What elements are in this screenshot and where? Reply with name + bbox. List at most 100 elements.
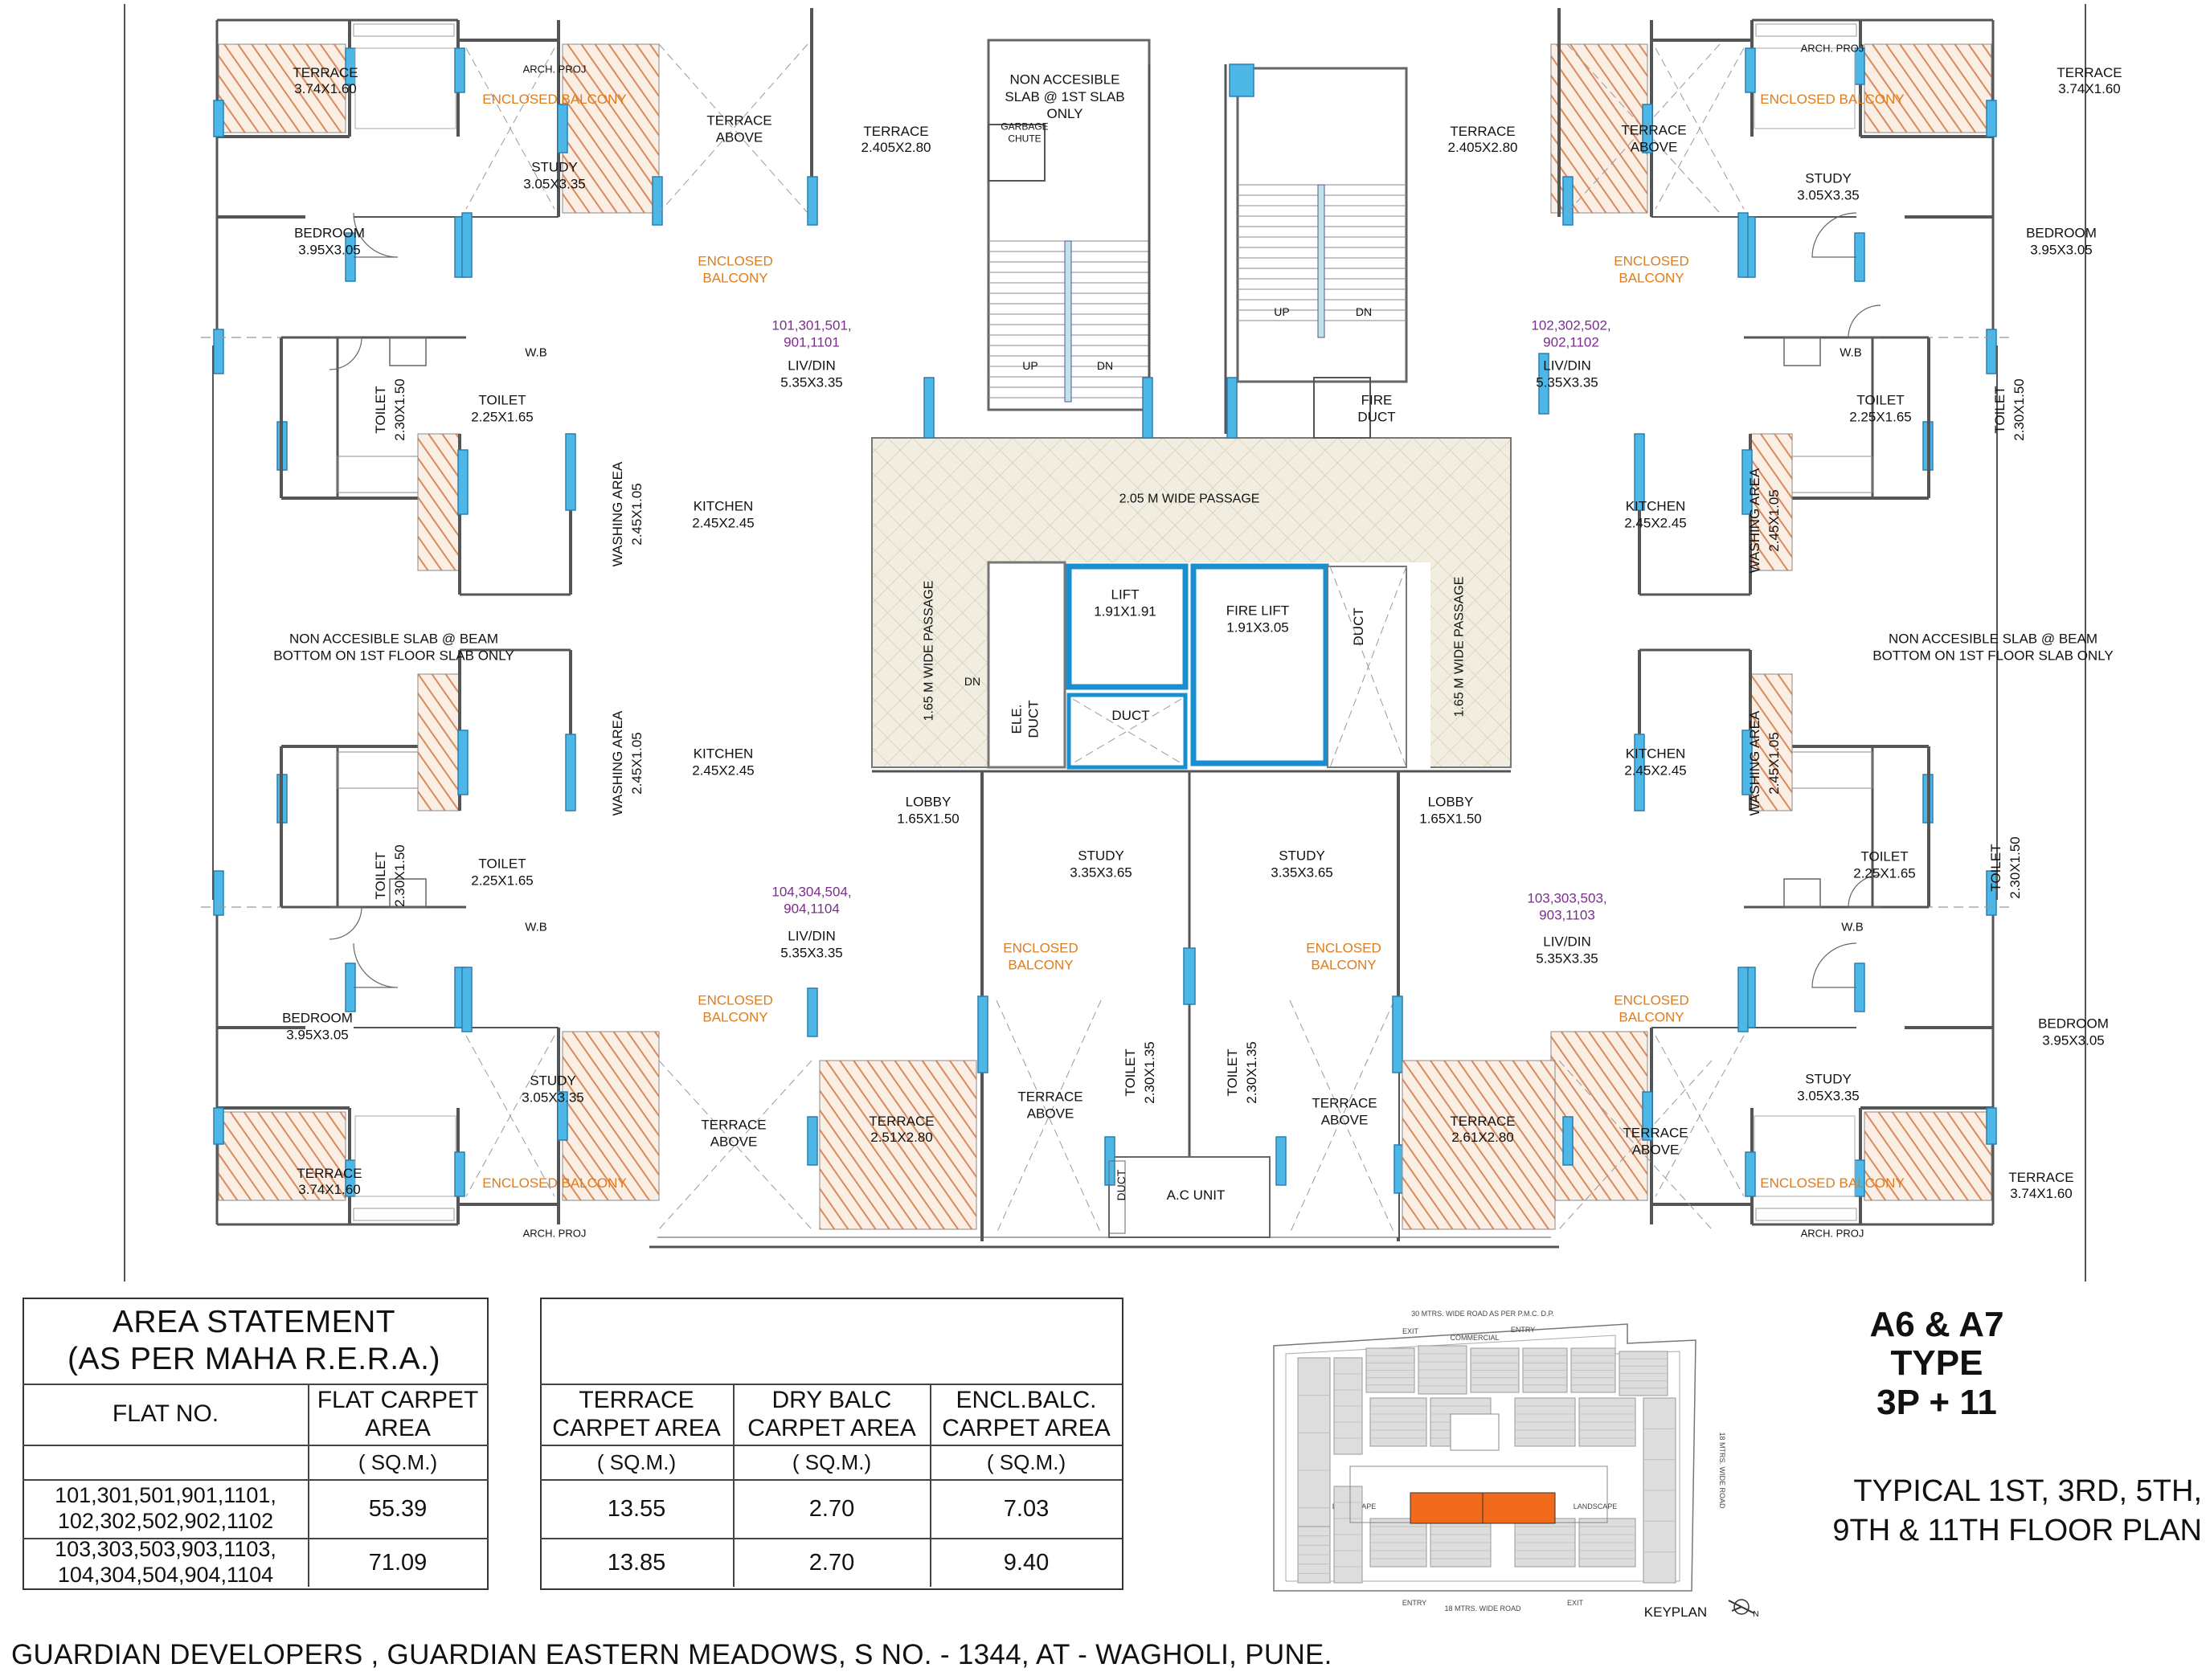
room-name: STUDY bbox=[1078, 848, 1124, 863]
window bbox=[807, 987, 818, 1037]
window bbox=[461, 212, 473, 278]
window bbox=[457, 730, 469, 795]
keyplan-highlight-a7 bbox=[1482, 1492, 1556, 1524]
flat-numbers: 101,301,501,901,1101 bbox=[771, 317, 851, 349]
window bbox=[213, 1107, 224, 1145]
keyplan-text: ENTRY bbox=[1402, 1599, 1426, 1607]
row1-dry: 2.70 bbox=[808, 1495, 855, 1522]
washing-area bbox=[1750, 433, 1793, 571]
window bbox=[1737, 212, 1749, 278]
row1-terrace: 13.55 bbox=[607, 1495, 666, 1522]
room-name: LIV/DIN bbox=[788, 358, 836, 373]
window bbox=[1741, 449, 1753, 515]
door-swing bbox=[329, 337, 362, 370]
room-name: TOILET bbox=[373, 386, 388, 433]
room-name: TOILET bbox=[1860, 848, 1908, 864]
room-dimension: 2.51X2.80 bbox=[870, 1130, 933, 1145]
room-dimension: 3.05X3.35 bbox=[523, 176, 586, 191]
duct-small bbox=[1108, 1160, 1126, 1234]
room-label: ARCH. PROJ bbox=[523, 63, 587, 76]
room-dimension: 2.25X1.65 bbox=[1849, 409, 1912, 424]
window bbox=[461, 967, 473, 1032]
window bbox=[454, 47, 465, 93]
keyplan-text: COMMERCIAL bbox=[1450, 1334, 1499, 1342]
room-label: UP bbox=[1274, 305, 1289, 318]
row2-encl: 9.40 bbox=[1003, 1549, 1050, 1576]
ele-duct bbox=[987, 561, 1066, 769]
room-label: W.B bbox=[1840, 345, 1862, 359]
room-dimension: 2.25X1.65 bbox=[471, 409, 534, 424]
room-name: STUDY bbox=[531, 159, 578, 174]
table-divider bbox=[540, 1538, 1122, 1539]
room-dimension: 3.74X1.60 bbox=[298, 1182, 361, 1197]
room-dimension: 5.35X3.35 bbox=[1536, 950, 1598, 966]
row2-flats: 103,303,503,903,1103,104,304,504,904,110… bbox=[55, 1537, 276, 1587]
window bbox=[557, 1091, 568, 1141]
room-dimension: 2.45X2.45 bbox=[1624, 762, 1687, 778]
keyplan-text: LANDSCAPE bbox=[1574, 1502, 1618, 1510]
ac-unit bbox=[1108, 1156, 1271, 1238]
flat-numbers: 104,304,504,904,1104 bbox=[771, 884, 851, 916]
room-name: TERRACE bbox=[2008, 1170, 2073, 1185]
room-dimension: 2.45X2.45 bbox=[1624, 515, 1687, 530]
void-cross bbox=[465, 1035, 555, 1197]
room-name: TOILET bbox=[1856, 392, 1904, 407]
keyplan-label: KEYPLAN bbox=[1644, 1604, 1707, 1620]
room-name: FIRE LIFT bbox=[1226, 603, 1289, 618]
terrace-corner bbox=[218, 1111, 346, 1201]
window bbox=[1392, 995, 1403, 1073]
room-name: WASHING AREA bbox=[1747, 468, 1762, 573]
table-divider bbox=[308, 1384, 309, 1587]
window bbox=[1986, 1107, 1997, 1145]
flat-numbers: 102,302,502,902,1102 bbox=[1531, 317, 1610, 349]
room-dimension: 3.35X3.65 bbox=[1070, 865, 1132, 880]
room-name: WASHING AREA bbox=[1747, 710, 1762, 815]
room-name: LIV/DIN bbox=[1543, 358, 1591, 373]
room-dimension: 3.95X3.05 bbox=[298, 242, 361, 257]
room-label: 2.05 M WIDE PASSAGE bbox=[1119, 493, 1260, 506]
wb-box bbox=[1783, 878, 1821, 908]
room-name: WASHING AREA bbox=[610, 461, 625, 566]
stair-rail bbox=[1317, 184, 1325, 338]
room-name: STUDY bbox=[530, 1073, 576, 1088]
room-label: DUCT bbox=[1351, 607, 1366, 645]
room-name: TERRACE bbox=[297, 1166, 362, 1181]
void-cross bbox=[658, 43, 808, 214]
room-name: TOILET bbox=[1225, 1048, 1240, 1096]
window bbox=[557, 104, 568, 153]
room-name: TERRACE bbox=[293, 65, 358, 80]
col-flat-no: FLAT NO. bbox=[112, 1400, 219, 1428]
room-label: W.B bbox=[1841, 920, 1864, 934]
keyplan-text: 30 MTRS. WIDE ROAD AS PER P.M.C. D.P. bbox=[1411, 1310, 1554, 1318]
table-divider bbox=[23, 1445, 489, 1446]
room-dimension: 2.405X2.80 bbox=[861, 140, 931, 155]
room-name: TERRACE bbox=[863, 124, 928, 139]
table-divider bbox=[540, 1479, 1122, 1481]
table-divider bbox=[540, 1445, 1122, 1446]
room-dimension: 3.05X3.35 bbox=[1797, 187, 1860, 202]
room-label: ELE.DUCT bbox=[1009, 700, 1041, 738]
enclosed-balcony bbox=[1754, 47, 1856, 129]
balcony-label: ENCLOSED BALCONY bbox=[482, 92, 627, 107]
row1-carpet: 55.39 bbox=[368, 1495, 428, 1522]
window bbox=[1745, 1151, 1756, 1197]
window bbox=[1986, 100, 1997, 137]
washing-area bbox=[417, 433, 460, 571]
fire-lift-shaft bbox=[1190, 563, 1329, 766]
room-dimension: 3.35X3.65 bbox=[1271, 865, 1333, 880]
room-label: DN bbox=[1097, 359, 1113, 372]
window bbox=[1634, 433, 1645, 511]
void-cross bbox=[658, 43, 808, 214]
wash-basin-counter bbox=[337, 456, 419, 493]
room-dimension: 2.45X1.05 bbox=[629, 732, 645, 795]
row2-carpet: 71.09 bbox=[368, 1549, 428, 1576]
void-cross bbox=[1329, 566, 1407, 768]
room-label: UP bbox=[1022, 359, 1037, 372]
